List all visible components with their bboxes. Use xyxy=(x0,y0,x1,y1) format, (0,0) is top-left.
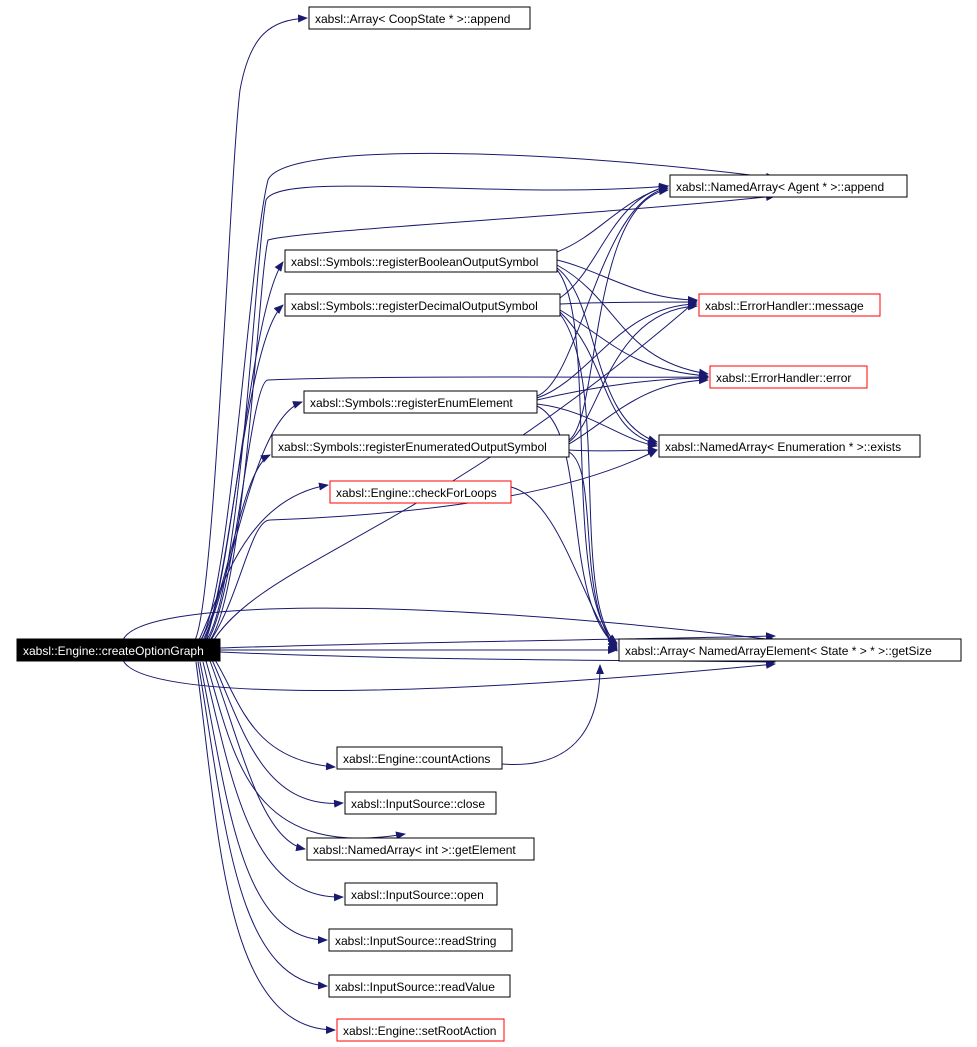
node-array-coopstate-append[interactable]: xabsl::Array< CoopState * >::append xyxy=(308,6,531,30)
edge xyxy=(199,661,328,944)
edge xyxy=(195,661,336,1034)
edge xyxy=(207,192,776,644)
node-label: xabsl::Symbols::registerDecimalOutputSym… xyxy=(291,299,538,313)
node-register-enum-element[interactable]: xabsl::Symbols::registerEnumElement xyxy=(303,390,538,414)
edges xyxy=(122,14,776,1034)
node-namedarray-enumeration-exists[interactable]: xabsl::NamedArray< Enumeration * >::exis… xyxy=(658,434,921,458)
edge xyxy=(559,298,698,307)
node-root-create-option-graph[interactable]: xabsl::Engine::createOptionGraph xyxy=(16,638,221,662)
edge xyxy=(209,299,698,647)
edge xyxy=(536,403,658,449)
edge xyxy=(199,152,776,642)
edge xyxy=(510,486,618,652)
node-label: xabsl::Array< NamedArrayElement< State *… xyxy=(625,644,932,658)
edge xyxy=(568,187,669,441)
edge xyxy=(568,302,698,443)
node-namedarray-agent-append[interactable]: xabsl::NamedArray< Agent * >::append xyxy=(669,174,908,198)
edge xyxy=(556,269,618,644)
edge xyxy=(122,607,776,643)
edge xyxy=(202,661,344,902)
edge xyxy=(536,405,618,648)
edge xyxy=(536,185,669,397)
edge xyxy=(501,664,604,765)
node-label: xabsl::Symbols::registerEnumElement xyxy=(310,396,513,410)
edge xyxy=(195,482,329,647)
node-errorhandler-message[interactable]: xabsl::ErrorHandler::message xyxy=(698,293,881,317)
node-label: xabsl::NamedArray< Agent * >::append xyxy=(676,180,884,194)
node-register-boolean-output-symbol[interactable]: xabsl::Symbols::registerBooleanOutputSym… xyxy=(284,249,558,273)
edge xyxy=(556,264,709,377)
node-label: xabsl::InputSource::open xyxy=(351,888,484,902)
edge xyxy=(214,659,336,771)
node-set-root-action[interactable]: xabsl::Engine::setRootAction xyxy=(336,1018,505,1042)
edge xyxy=(556,259,698,304)
edge xyxy=(205,373,709,645)
edge xyxy=(122,659,776,692)
node-inputsource-open[interactable]: xabsl::InputSource::open xyxy=(344,882,498,906)
node-errorhandler-error[interactable]: xabsl::ErrorHandler::error xyxy=(709,365,868,389)
edge xyxy=(559,309,709,380)
node-array-state-getsize[interactable]: xabsl::Array< NamedArrayElement< State *… xyxy=(618,638,962,662)
node-label: xabsl::ErrorHandler::error xyxy=(716,371,851,385)
edge xyxy=(559,184,669,299)
edge xyxy=(197,454,271,646)
node-label: xabsl::NamedArray< int >::getElement xyxy=(313,843,516,857)
edge xyxy=(211,659,344,808)
node-label: xabsl::Engine::createOptionGraph xyxy=(23,644,204,658)
edge xyxy=(568,451,618,650)
edge xyxy=(559,313,618,646)
node-check-for-loops[interactable]: xabsl::Engine::checkForLoops xyxy=(329,480,512,504)
edge xyxy=(199,401,303,646)
node-register-enumerated-output-symbol[interactable]: xabsl::Symbols::registerEnumeratedOutput… xyxy=(271,434,570,458)
edge xyxy=(194,14,308,641)
node-namedarray-int-getelement[interactable]: xabsl::NamedArray< int >::getElement xyxy=(306,837,535,861)
node-label: xabsl::ErrorHandler::message xyxy=(705,299,864,313)
node-label: xabsl::InputSource::readString xyxy=(335,934,496,948)
edge xyxy=(536,300,698,399)
edge xyxy=(559,311,658,446)
node-inputsource-readstring[interactable]: xabsl::InputSource::readString xyxy=(328,928,513,952)
edge xyxy=(197,661,328,990)
node-inputsource-close[interactable]: xabsl::InputSource::close xyxy=(344,791,497,815)
node-label: xabsl::Engine::countActions xyxy=(343,752,490,766)
node-label: xabsl::Engine::setRootAction xyxy=(343,1024,496,1038)
node-label: xabsl::Symbols::registerBooleanOutputSym… xyxy=(291,255,538,269)
edge xyxy=(204,182,669,643)
node-register-decimal-output-symbol[interactable]: xabsl::Symbols::registerDecimalOutputSym… xyxy=(284,293,561,317)
node-label: xabsl::Symbols::registerEnumeratedOutput… xyxy=(278,440,547,454)
node-count-actions[interactable]: xabsl::Engine::countActions xyxy=(336,746,503,770)
edge xyxy=(209,660,306,852)
edge xyxy=(568,376,709,445)
node-label: xabsl::InputSource::close xyxy=(351,797,485,811)
node-label: xabsl::Array< CoopState * >::append xyxy=(315,12,510,26)
edge xyxy=(219,632,776,649)
edge xyxy=(556,267,658,443)
edge xyxy=(536,374,709,401)
node-label: xabsl::InputSource::readValue xyxy=(335,980,495,994)
node-label: xabsl::Engine::checkForLoops xyxy=(336,486,497,500)
node-inputsource-readvalue[interactable]: xabsl::InputSource::readValue xyxy=(328,974,511,998)
edge xyxy=(568,446,658,455)
node-label: xabsl::NamedArray< Enumeration * >::exis… xyxy=(665,440,901,454)
nodes: xabsl::Engine::createOptionGraph xabsl::… xyxy=(16,6,962,1042)
